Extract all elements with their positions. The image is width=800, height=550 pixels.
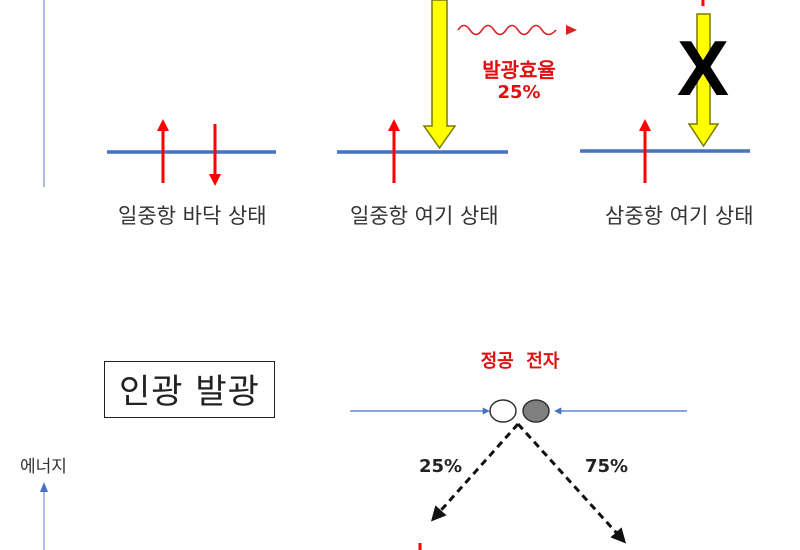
singlet-branch-percent: 25%	[419, 456, 463, 477]
triplet-branch-arrow	[516, 422, 627, 544]
emission-wave-icon	[457, 24, 557, 36]
electron-circle	[522, 399, 550, 423]
bottom-energy-axis-arrowhead	[40, 482, 48, 492]
triplet-excited-state-label: 삼중항 여기 상태	[605, 204, 754, 228]
excitation-arrow	[687, 13, 720, 148]
emission-wave-arrowhead	[566, 25, 577, 35]
carriers-label: 정공 전자	[480, 351, 560, 372]
emission-efficiency-label: 발광효율	[482, 58, 556, 82]
emission-efficiency-percent: 25%	[497, 82, 541, 103]
energy-axis-label: 에너지	[20, 457, 67, 477]
singlet-ground-state-label: 일중항 바닥 상태	[118, 204, 267, 228]
forbidden-x-mark: X	[676, 24, 730, 112]
triplet-branch-percent: 75%	[585, 456, 629, 477]
singlet-branch-arrow	[431, 423, 520, 522]
singlet-excited-state-label: 일중항 여기 상태	[350, 204, 499, 228]
phosphorescence-title: 인광 발광	[104, 361, 275, 418]
hole-circle	[489, 399, 517, 423]
excitation-arrow	[422, 0, 457, 150]
